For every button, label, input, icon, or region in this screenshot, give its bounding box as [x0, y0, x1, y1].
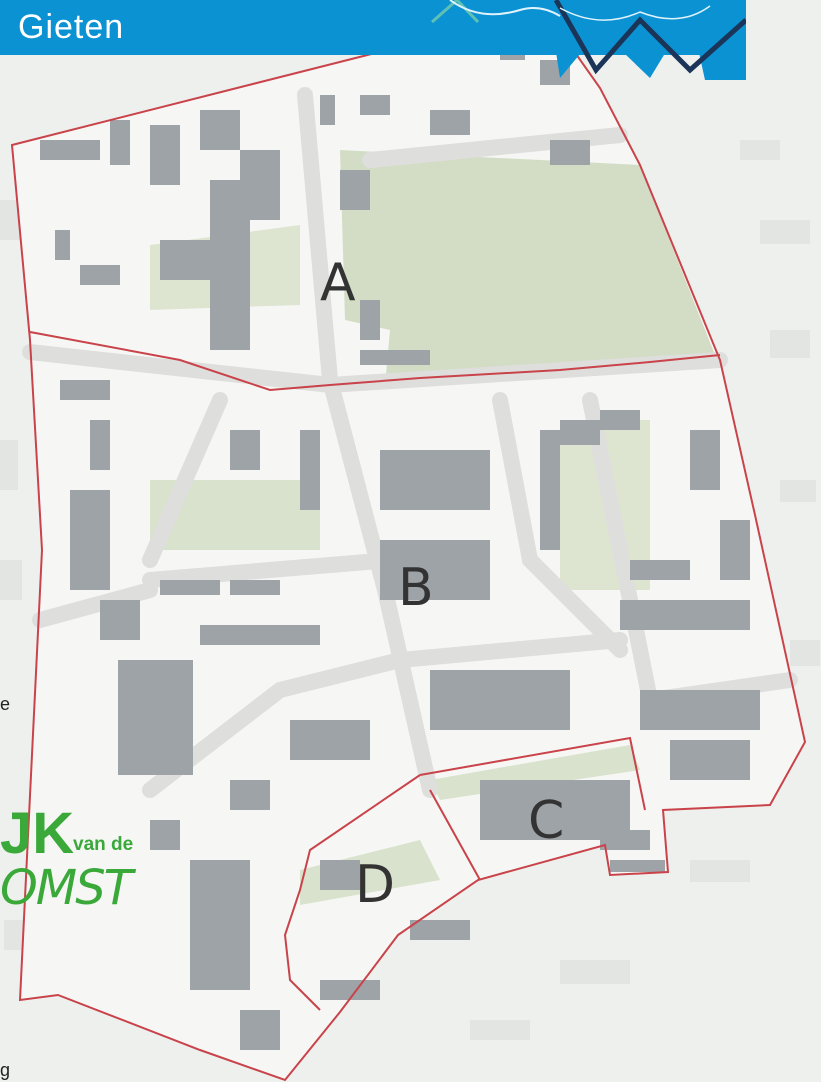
logo-text-sub: van de	[73, 834, 134, 855]
zone-label-d: D	[355, 855, 395, 915]
zone-label-b: B	[398, 558, 434, 618]
cut-text-g: g	[0, 1060, 11, 1080]
header-banner	[0, 0, 746, 80]
mountain-line-icon	[431, 0, 480, 24]
logo-text-script: OMST	[0, 860, 133, 916]
cloud-line-icon	[449, 0, 561, 17]
boundary-d	[283, 774, 421, 1011]
buildings	[40, 40, 760, 1050]
mountain-peaks-icon	[553, 0, 746, 75]
boundary-outer	[10, 8, 807, 1082]
logo-text-main: JK	[0, 801, 75, 866]
boundary-c-d	[429, 789, 481, 881]
zone-label-c: C	[528, 791, 564, 851]
zone-boundaries	[10, 8, 807, 1082]
page-title: Gieten	[18, 8, 125, 46]
boundary-b-c	[419, 736, 646, 811]
cut-text-e: e	[0, 694, 11, 714]
boundary-a-b	[29, 331, 721, 392]
zone-label-a: A	[320, 253, 356, 313]
cloud-line-icon-2	[559, 5, 711, 21]
